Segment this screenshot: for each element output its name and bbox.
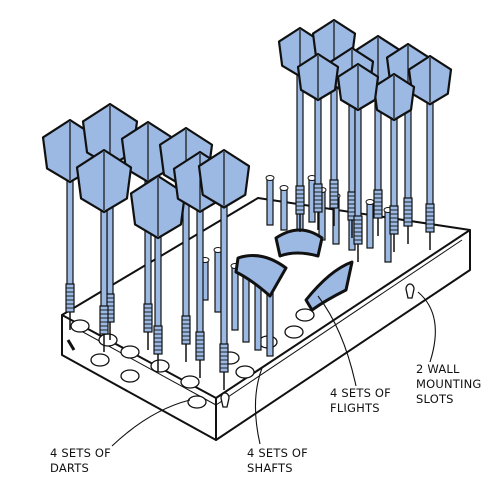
holder-hole-10 (284, 325, 304, 339)
holder-hole-13 (235, 365, 255, 379)
stand-side-face (215, 229, 471, 441)
dart-right-7 (407, 54, 453, 250)
mounting-slot-1 (220, 392, 230, 408)
label-shafts: 4 SETS OF SHAFTS (247, 446, 308, 476)
dart-left-5 (75, 148, 133, 352)
shaft-peg-13 (242, 271, 250, 343)
dart-shaft (220, 189, 228, 351)
dart-shaft (314, 85, 322, 191)
leader-slots (417, 291, 436, 363)
shaft-peg-12 (231, 265, 239, 331)
holder-hole-2 (98, 333, 118, 347)
dart-shaft (196, 193, 204, 339)
dart-left-8 (197, 148, 251, 390)
label-darts-line1: 4 SETS OF (50, 446, 111, 460)
leader-flights (317, 295, 357, 387)
shaft-peg-cap-8 (365, 199, 375, 205)
label-flights-line1: 4 SETS OF (330, 386, 391, 400)
holder-hole-3 (120, 345, 140, 359)
dart-left-6 (129, 174, 187, 372)
holder-hole-1 (70, 319, 90, 333)
holder-hole-5 (180, 375, 200, 389)
shaft-peg-1 (266, 177, 274, 226)
holder-hole-11 (295, 308, 315, 322)
label-darts: 4 SETS OF DARTS (50, 446, 111, 476)
stand-foot-left (66, 339, 76, 351)
label-shafts-line1: 4 SETS OF (247, 446, 308, 460)
callout-leaders (111, 291, 436, 447)
label-darts-line2: DARTS (50, 461, 89, 475)
label-slots-line3: SLOTS (416, 392, 454, 406)
loose-flight-2 (234, 254, 288, 298)
dart-shaft (426, 89, 434, 211)
stand-inner-edge (71, 239, 463, 406)
dart-shaft (390, 105, 398, 213)
holder-hole-6 (187, 395, 207, 409)
shaft-peg-cap-2 (279, 185, 289, 191)
loose-flight-3 (304, 260, 354, 312)
label-slots-line2: MOUNTING (416, 377, 482, 391)
shaft-peg-2 (280, 187, 288, 231)
dart-right-9 (336, 62, 380, 262)
loose-flight-1 (274, 228, 324, 258)
dart-right-6 (296, 52, 340, 230)
holder-hole-7 (120, 369, 140, 383)
label-shafts-line2: SHAFTS (247, 461, 293, 475)
label-flights: 4 SETS OF FLIGHTS (330, 386, 391, 416)
holder-hole-8 (90, 353, 110, 367)
darts-group (41, 18, 453, 390)
dart-shaft (354, 95, 362, 223)
shaft-peg-8 (366, 201, 374, 249)
shaft-peg-11 (214, 249, 222, 313)
holder-hole-4 (150, 359, 170, 373)
stand-base (61, 197, 471, 441)
leader-shafts (254, 367, 263, 445)
mounting-slot-2 (405, 283, 415, 299)
leader-darts (111, 399, 191, 447)
shaft-peg-cap-1 (265, 175, 275, 181)
loose-flights (234, 228, 354, 312)
label-slots-line1: 2 WALL (416, 362, 460, 376)
label-flights-line2: FLIGHTS (330, 401, 380, 415)
label-slots: 2 WALL MOUNTING SLOTS (416, 362, 482, 407)
